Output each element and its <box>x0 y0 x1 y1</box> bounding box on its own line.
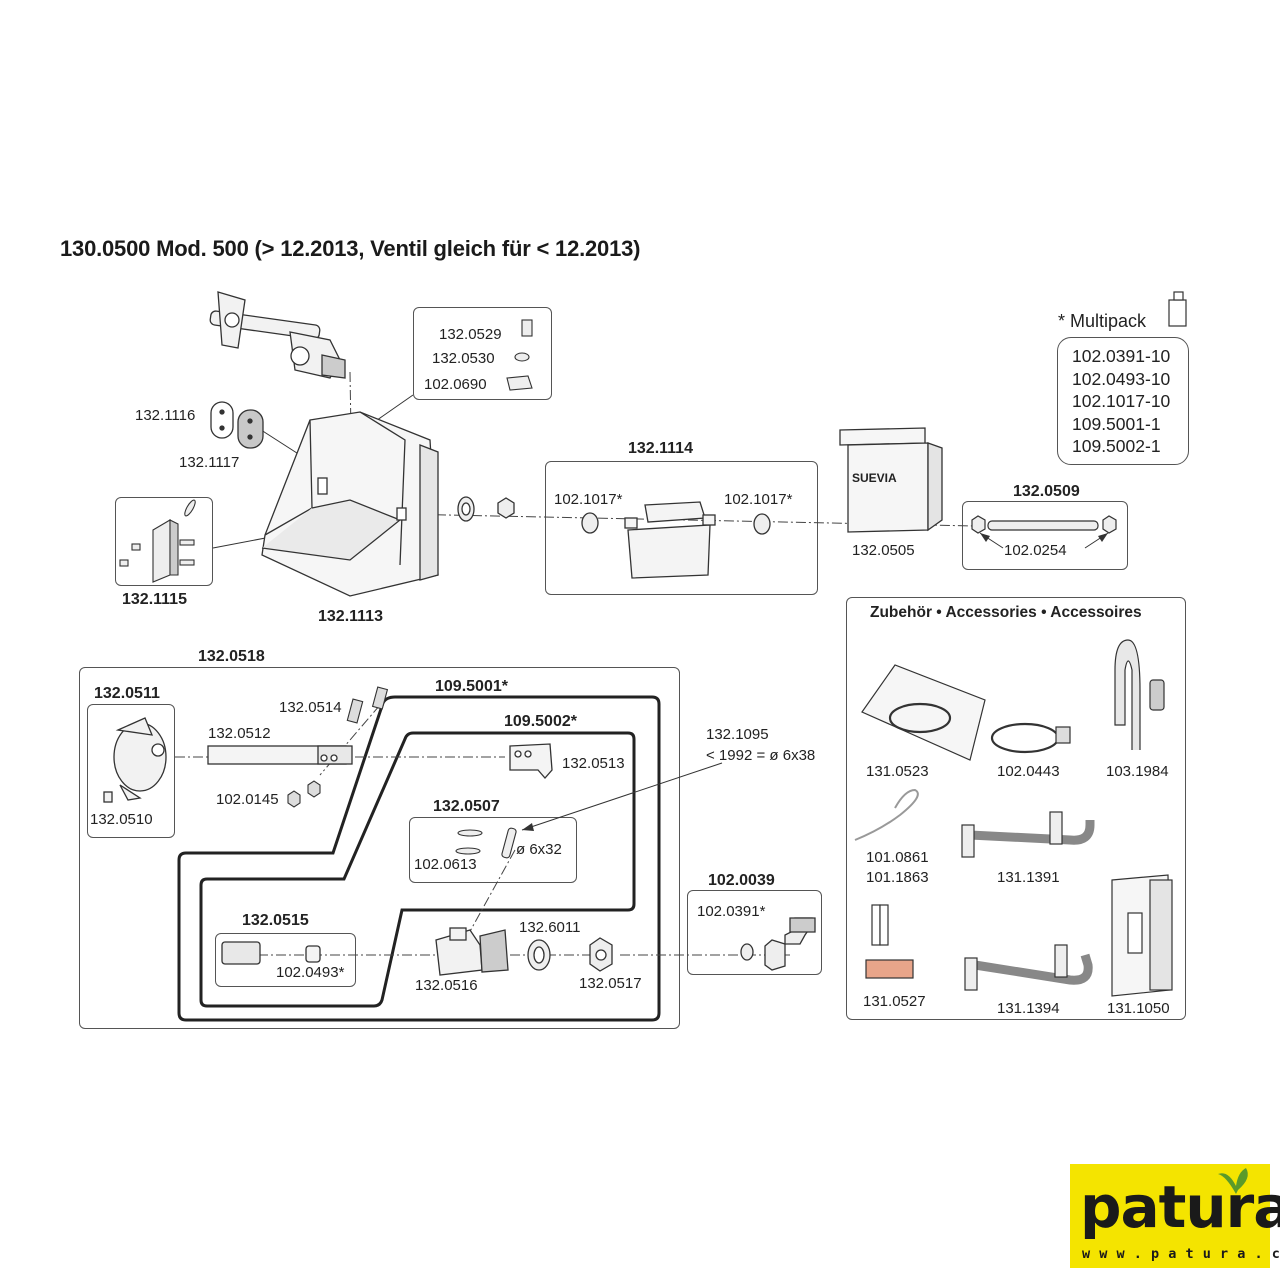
multipack-item: 109.5002-1 <box>1072 436 1161 456</box>
label-102-0039: 102.0039 <box>708 872 775 889</box>
package-icon <box>1168 291 1187 327</box>
box-102-0039 <box>687 890 822 975</box>
label-132-1095: 132.1095 <box>706 726 769 743</box>
leaf-icon <box>1218 1168 1248 1194</box>
label-132-0513: 132.0513 <box>562 755 625 772</box>
label-132-1115: 132.1115 <box>122 591 187 608</box>
label-132-1116: 132.1116 <box>135 407 196 424</box>
cover-brand-text: SUEVIA <box>852 471 897 485</box>
pin-132-0507 <box>455 827 517 859</box>
label-132-0518: 132.0518 <box>198 648 265 665</box>
multipack-list: 102.0391-10 102.0493-10 102.1017-10 109.… <box>1057 337 1189 465</box>
label-132-0529: 132.0529 <box>439 326 502 343</box>
float-box-132-1114 <box>624 501 716 579</box>
bracket-132-1115 <box>119 499 196 583</box>
label-132-6011: 132.6011 <box>519 919 581 936</box>
box-132-0518 <box>79 667 680 1029</box>
label-102-0254: 102.0254 <box>1004 542 1067 559</box>
label-132-1117: 132.1117 <box>179 454 240 471</box>
accessory-101-0861: 101.0861 <box>866 849 929 866</box>
box-132-1115 <box>115 497 213 586</box>
seal-plates <box>210 401 264 449</box>
logo-url: w w w . p a t u r a . c o m <box>1082 1246 1280 1262</box>
label-132-0514: 132.0514 <box>279 699 342 716</box>
multipack-title: * Multipack <box>1058 311 1147 331</box>
box-132-1114 <box>545 461 818 595</box>
label-132-0517: 132.0517 <box>579 975 642 992</box>
bracket-132-0513 <box>509 743 553 779</box>
accessory-131-0523: 131.0523 <box>866 763 929 780</box>
label-132-0512: 132.0512 <box>208 725 271 742</box>
accessory-131-1391: 131.1391 <box>997 869 1060 886</box>
elbow-102-0039 <box>740 917 816 971</box>
trough-body <box>261 411 439 597</box>
label-132-0505: 132.0505 <box>852 542 915 559</box>
accessory-103-1984: 103.1984 <box>1106 763 1169 780</box>
nut-and-washer <box>527 937 613 972</box>
valve-lever-assembly <box>209 291 346 379</box>
cover-132-0505 <box>839 427 943 533</box>
label-102-0613: 102.0613 <box>414 856 477 873</box>
screw-set-parts <box>506 319 533 391</box>
accessory-101-1863: 101.1863 <box>866 869 929 886</box>
label-132-0515: 132.0515 <box>242 912 309 929</box>
label-109-5002: 109.5002* <box>504 713 577 730</box>
multipack-item: 102.0391-10 <box>1072 346 1171 366</box>
label-102-1017-left: 102.1017* <box>554 491 623 508</box>
box-132-0511 <box>87 704 175 838</box>
box-132-0507 <box>409 817 577 883</box>
accessories-title: Zubehör • Accessories • Accessoires <box>870 604 1142 621</box>
patura-logo: patura w w w . p a t u r a . c o m <box>1070 1164 1280 1268</box>
label-132-0507: 132.0507 <box>433 798 500 815</box>
accessory-131-1050: 131.1050 <box>1107 1000 1170 1017</box>
box-accessories <box>846 597 1186 1020</box>
accessory-drawings <box>854 639 1173 997</box>
label-diameter-6x32: ø 6x32 <box>516 841 562 858</box>
lever-head-132-0511 <box>103 717 167 803</box>
box-132-0515 <box>215 933 356 987</box>
label-132-1113: 132.1113 <box>318 608 383 625</box>
label-132-0511: 132.0511 <box>94 685 160 702</box>
label-102-0690: 102.0690 <box>424 376 487 393</box>
label-132-0509: 132.0509 <box>1013 483 1080 500</box>
box-132-0509 <box>962 501 1128 570</box>
nozzle-132-0515 <box>221 941 321 965</box>
label-102-1017-right: 102.1017* <box>724 491 793 508</box>
multipack-item: 102.1017-10 <box>1072 391 1171 411</box>
label-109-5001: 109.5001* <box>435 678 508 695</box>
label-102-0145: 102.0145 <box>216 791 279 808</box>
pipe-132-0509 <box>971 515 1117 534</box>
logo-wordmark: patura <box>1080 1173 1280 1241</box>
valve-132-0516 <box>435 927 509 976</box>
label-132-1114: 132.1114 <box>628 440 693 457</box>
label-102-0493: 102.0493* <box>276 964 345 981</box>
box-screw-set <box>413 307 552 400</box>
axis-fittings <box>457 496 771 535</box>
multipack-item: 102.0493-10 <box>1072 368 1171 389</box>
accessory-102-0443: 102.0443 <box>997 763 1060 780</box>
label-132-0530: 132.0530 <box>432 350 495 367</box>
label-132-0516: 132.0516 <box>415 977 478 994</box>
rod-132-0512 <box>207 745 353 765</box>
multipack-item: 109.5001-1 <box>1072 413 1161 434</box>
accessory-131-0527: 131.0527 <box>863 993 926 1010</box>
accessory-131-1394: 131.1394 <box>997 1000 1060 1017</box>
page-title: 130.0500 Mod. 500 (> 12.2013, Ventil gle… <box>60 236 641 261</box>
screws-132-0514 <box>287 686 389 808</box>
label-102-0391: 102.0391* <box>697 903 766 920</box>
group-outline-109-5002 <box>199 731 636 1008</box>
label-pre-1992-note: < 1992 = ø 6x38 <box>706 747 816 764</box>
label-132-0510: 132.0510 <box>90 811 153 828</box>
